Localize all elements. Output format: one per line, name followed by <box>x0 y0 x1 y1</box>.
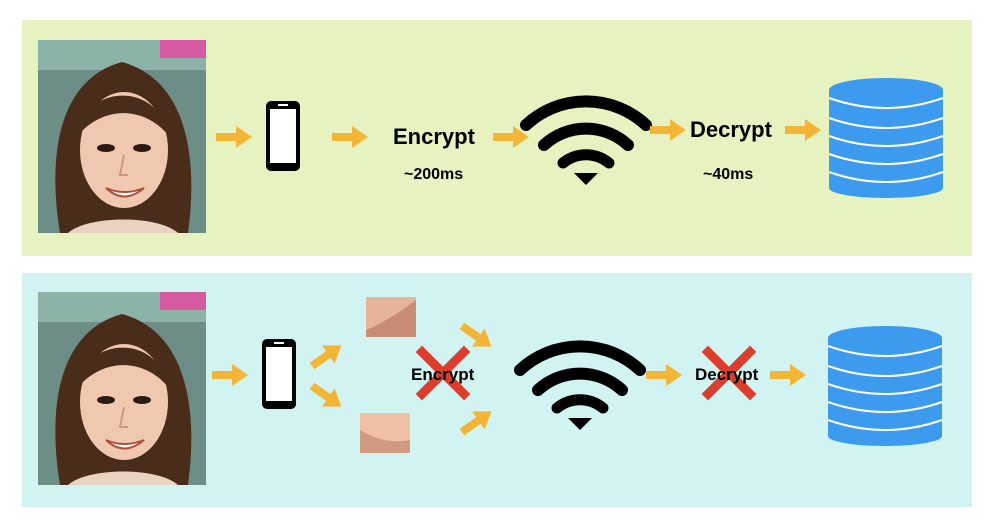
smartphone-icon <box>262 339 296 409</box>
smartphone-icon <box>266 101 300 171</box>
bottom-decrypt-label: Decrypt <box>695 365 759 384</box>
bottom-encrypt-label: Encrypt <box>411 365 475 384</box>
database-icon <box>827 325 943 447</box>
top-decrypt-label: Decrypt <box>690 117 772 142</box>
face-photo <box>37 39 207 234</box>
top-decrypt-time: ~40ms <box>703 166 754 183</box>
database-icon <box>828 77 944 199</box>
top-encrypt-label: Encrypt <box>393 124 475 149</box>
top-encrypt-time: ~200ms <box>404 166 464 183</box>
face-photo <box>37 291 207 486</box>
